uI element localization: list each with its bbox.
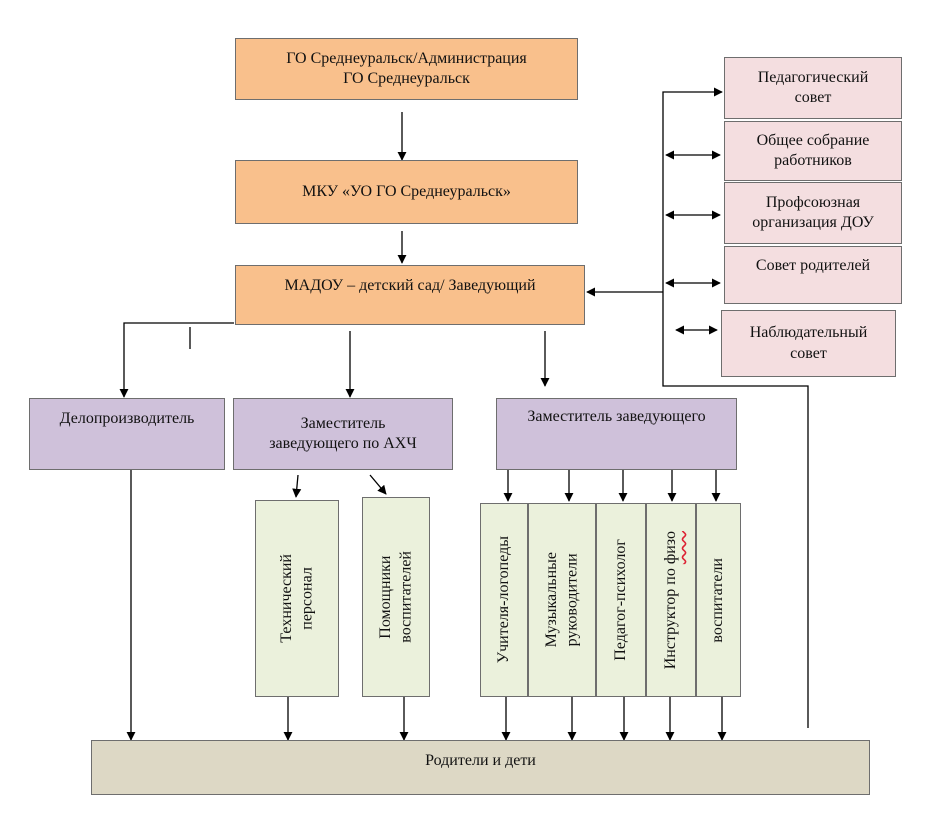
arrow-madou-to-deloproizvoditel <box>119 322 234 398</box>
node-logopedy-label: Учителя-логопеды <box>494 536 512 664</box>
node-zam-ahch: Заместитель заведующего по АХЧ <box>233 398 453 470</box>
node-instruktor-label: Инструктор по физо <box>661 531 681 669</box>
node-muz-ruk: Музыкальные руководители <box>528 503 596 697</box>
node-tech-personal: Технический персонал <box>255 500 339 697</box>
instruktor-prefix: Инструктор по <box>661 564 679 670</box>
node-madou: МАДОУ – детский сад/ Заведующий <box>235 265 585 325</box>
arrow-ahch-to-pomoshniki <box>369 474 387 495</box>
node-ped-sovet: Педагогический совет <box>724 57 902 119</box>
node-tech-personal-label: Технический персонал <box>277 554 315 643</box>
arrow-ahch-to-tech <box>292 474 302 498</box>
node-logopedy: Учителя-логопеды <box>480 503 528 697</box>
node-deloproizvoditel: Делопроизводитель <box>29 398 225 470</box>
node-roditeli-deti: Родители и дети <box>91 740 870 795</box>
node-administration: ГО Среднеуральск/Администрация ГО Средне… <box>235 38 578 100</box>
node-instruktor: Инструктор по физо <box>646 503 696 697</box>
instruktor-suffix: физо <box>661 530 679 565</box>
node-muz-ruk-label: Музыкальные руководители <box>542 552 580 648</box>
node-obshee-sobranie: Общее собрание работников <box>724 121 902 181</box>
node-psiholog-label: Педагог-психолог <box>611 539 629 661</box>
node-vospitateli: воспитатели <box>696 503 741 697</box>
node-pomoshniki-label: Помощники воспитателей <box>376 551 414 643</box>
node-profsoyuz: Профсоюзная организация ДОУ <box>724 182 902 244</box>
node-pomoshniki: Помощники воспитателей <box>362 497 430 697</box>
node-mku: МКУ «УО ГО Среднеуральск» <box>235 160 578 224</box>
node-sovet-roditeley: Совет родителей <box>724 246 902 304</box>
node-nablyud-sovet: Наблюдательный совет <box>721 310 896 377</box>
council-bus <box>662 87 809 728</box>
node-vospitateli-label: воспитатели <box>709 557 727 643</box>
node-psiholog: Педагог-психолог <box>596 503 646 697</box>
node-zam-zav: Заместитель заведующего <box>496 398 737 470</box>
